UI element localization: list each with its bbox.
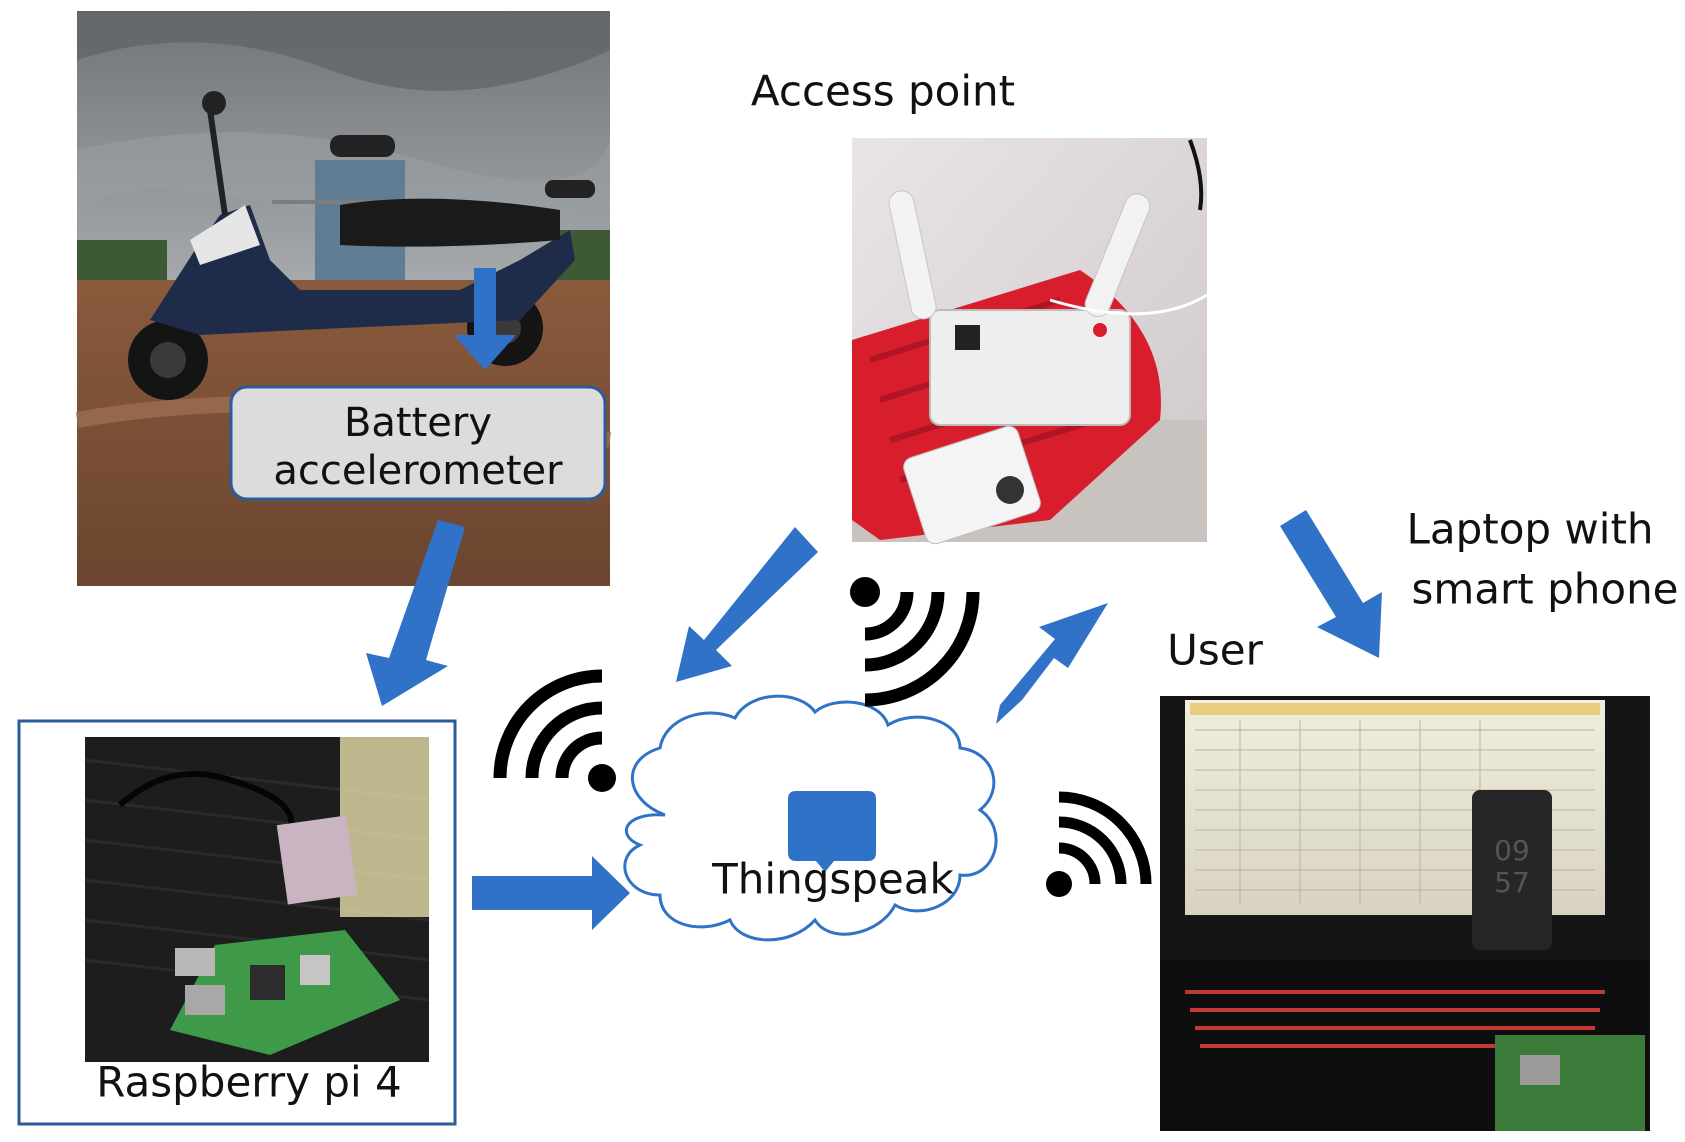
laptop-with-phone-photo: 09 57 (1160, 696, 1650, 1131)
laptop-label-line1: Laptop with (1406, 505, 1653, 554)
chat-bubble-icon (788, 791, 876, 872)
wifi-signal-icon-right (1046, 791, 1152, 897)
electric-scooter-photo (75, 11, 612, 586)
thingspeak-label: Thingspeak (711, 855, 954, 904)
arrow-scooter-to-pi (366, 520, 465, 706)
raspberry-pi-label: Raspberry pi 4 (96, 1058, 401, 1107)
arrow-pi-to-thingspeak (472, 856, 630, 930)
wifi-signal-icon-top (850, 577, 980, 707)
user-label: User (1167, 626, 1263, 675)
phone-clock-minutes: 57 (1494, 866, 1530, 899)
arrow-into-battery (454, 268, 516, 370)
battery-accelerometer-box: Battery accelerometer (229, 385, 607, 501)
phone-clock-hours: 09 (1494, 834, 1530, 867)
battery-label: Battery (344, 400, 492, 446)
arrow-accesspoint-to-thingspeak (676, 527, 818, 682)
wifi-signal-icon-left (493, 669, 616, 792)
arrow-thingspeak-to-accesspoint (996, 603, 1108, 724)
laptop-label-line2: smart phone (1411, 565, 1678, 614)
accelerometer-label: accelerometer (273, 448, 563, 494)
raspberry-pi-photo (84, 737, 430, 1062)
wifi-router-photo (852, 138, 1208, 545)
access-point-label: Access point (751, 67, 1015, 116)
arrow-accesspoint-to-laptop (1280, 510, 1382, 658)
